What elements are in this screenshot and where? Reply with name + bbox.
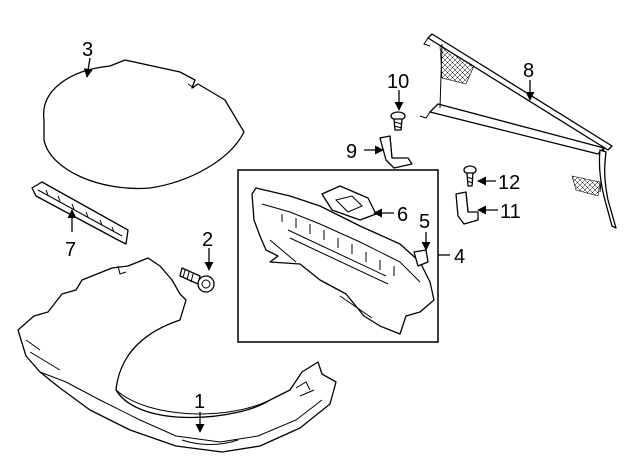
cargo-net-part [419,33,617,229]
floor-mat-part [43,59,245,190]
screw-10-part [390,111,406,131]
callout-10: 10 [387,71,409,93]
bracket-9-part [379,135,413,169]
leader-lines [67,57,535,433]
callout-1: 1 [194,391,205,413]
callout-12: 12 [498,172,520,194]
screw-12-part [463,165,477,187]
weatherstrip-trim-part [31,181,129,245]
callout-3: 3 [82,39,93,61]
callout-2: 2 [202,229,213,251]
bolt-part [179,267,215,293]
trunk-floor-trim-part [17,257,337,453]
inset-frame [237,169,439,343]
callout-5: 5 [419,211,430,233]
callout-7: 7 [65,239,76,261]
callout-labels: 3 2 7 1 10 9 12 11 8 6 5 4 [65,39,534,413]
bracket-11-part [455,191,479,225]
callout-8: 8 [523,60,534,82]
callout-11: 11 [500,201,521,223]
callout-6: 6 [397,204,408,226]
callout-4: 4 [454,246,465,268]
callout-9: 9 [346,141,357,163]
